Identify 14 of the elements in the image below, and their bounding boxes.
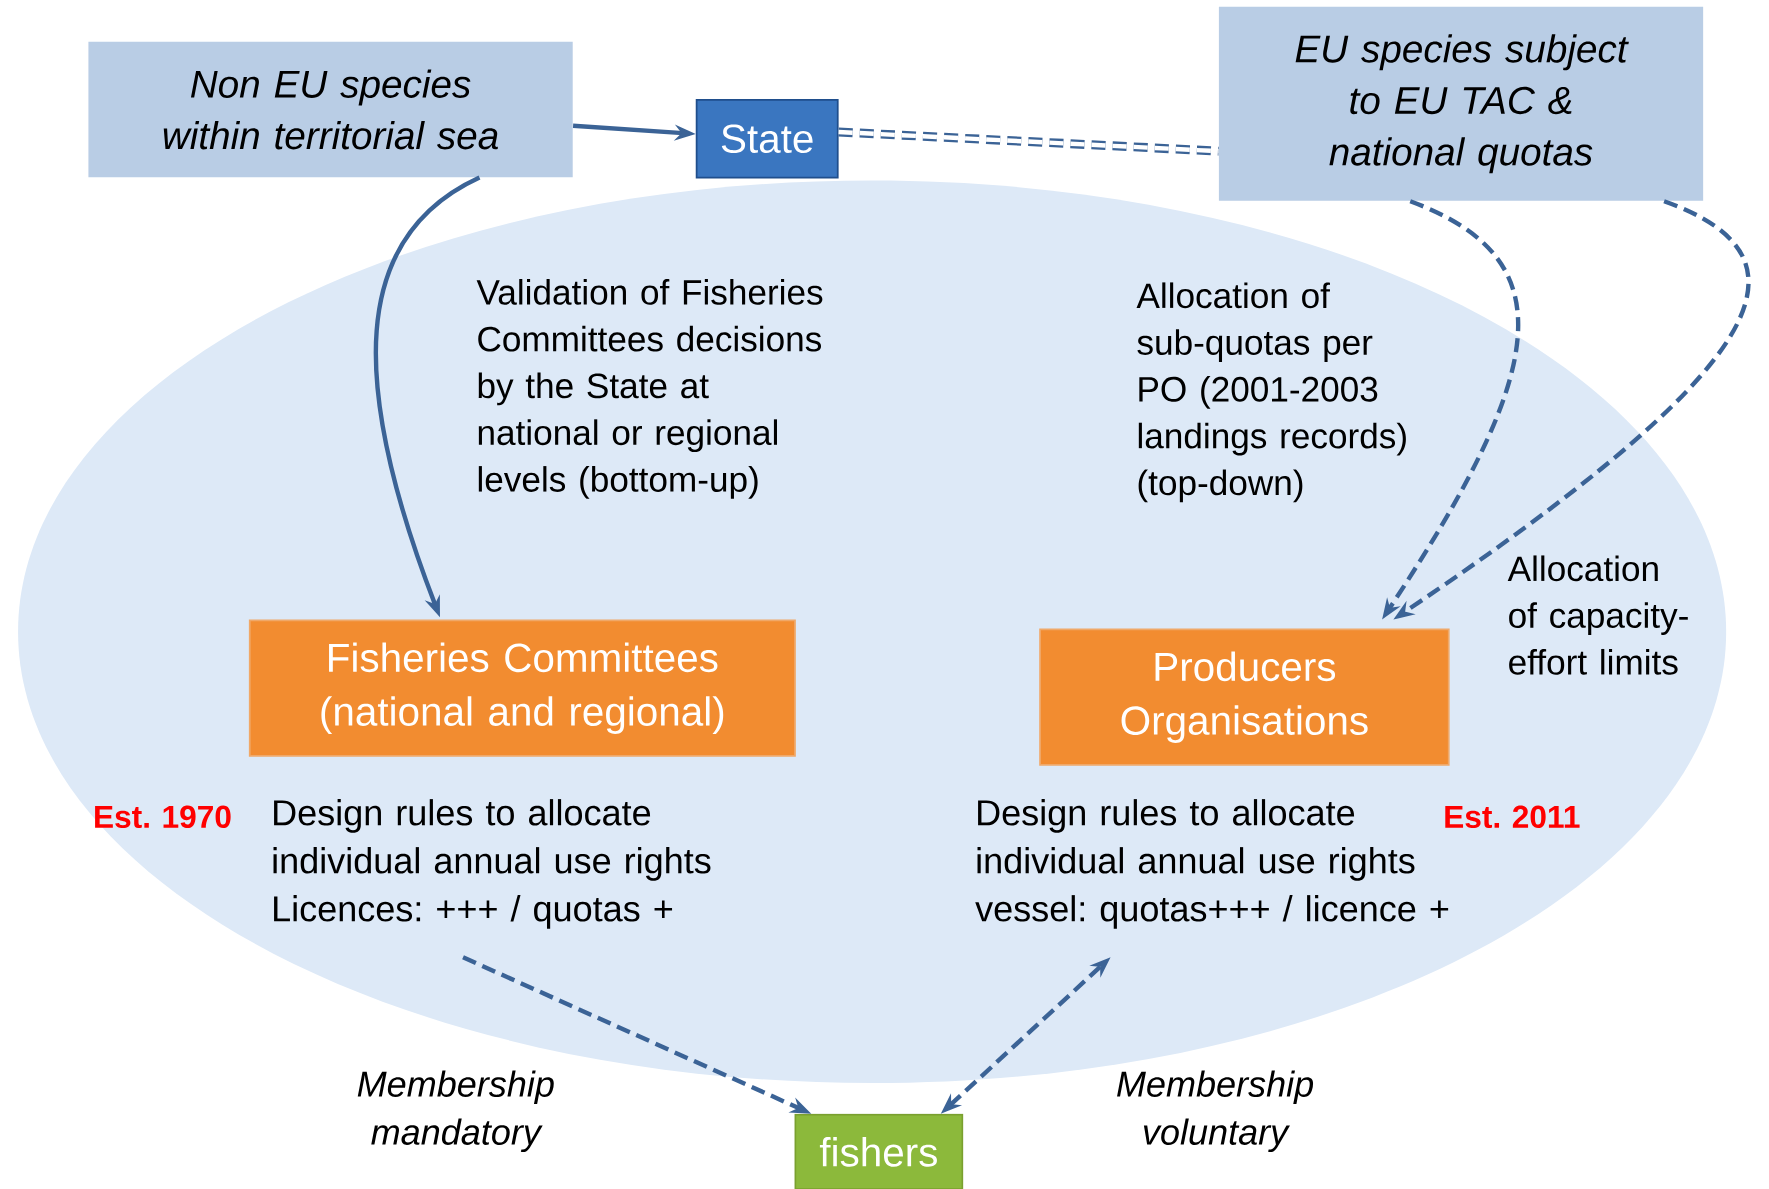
annotation-text: Validation of Fisheries Committees decisions by the State at national or regional levels (bottom-up) [476, 278, 823, 499]
organisation-box: Producers Organisations [1039, 628, 1450, 766]
annotation-text: Allocation of capacity-effort limits [1507, 555, 1688, 675]
committee-box: Fisheries Committees (national and regional) [248, 619, 796, 757]
date-label: Est. 2011 [1445, 805, 1580, 828]
membership-label: Membership mandatory [357, 1070, 554, 1152]
membership-label: Membership voluntary [1117, 1070, 1314, 1152]
date-label: Est. 1970 [95, 805, 231, 828]
text-box: EU species subject to EU TAC & national quotas [1218, 6, 1704, 201]
state-box: State [695, 98, 839, 179]
fishers-box: fishers [794, 1113, 964, 1189]
text-box: Non EU species within territorial sea [88, 41, 573, 178]
rules-text: Design rules to allocate individual annual use rights Licences: +++ / quotas + [273, 799, 711, 929]
annotation-text: Allocation of sub-quotas per PO (2001-2003 landings records) (top-down) [1136, 282, 1406, 503]
